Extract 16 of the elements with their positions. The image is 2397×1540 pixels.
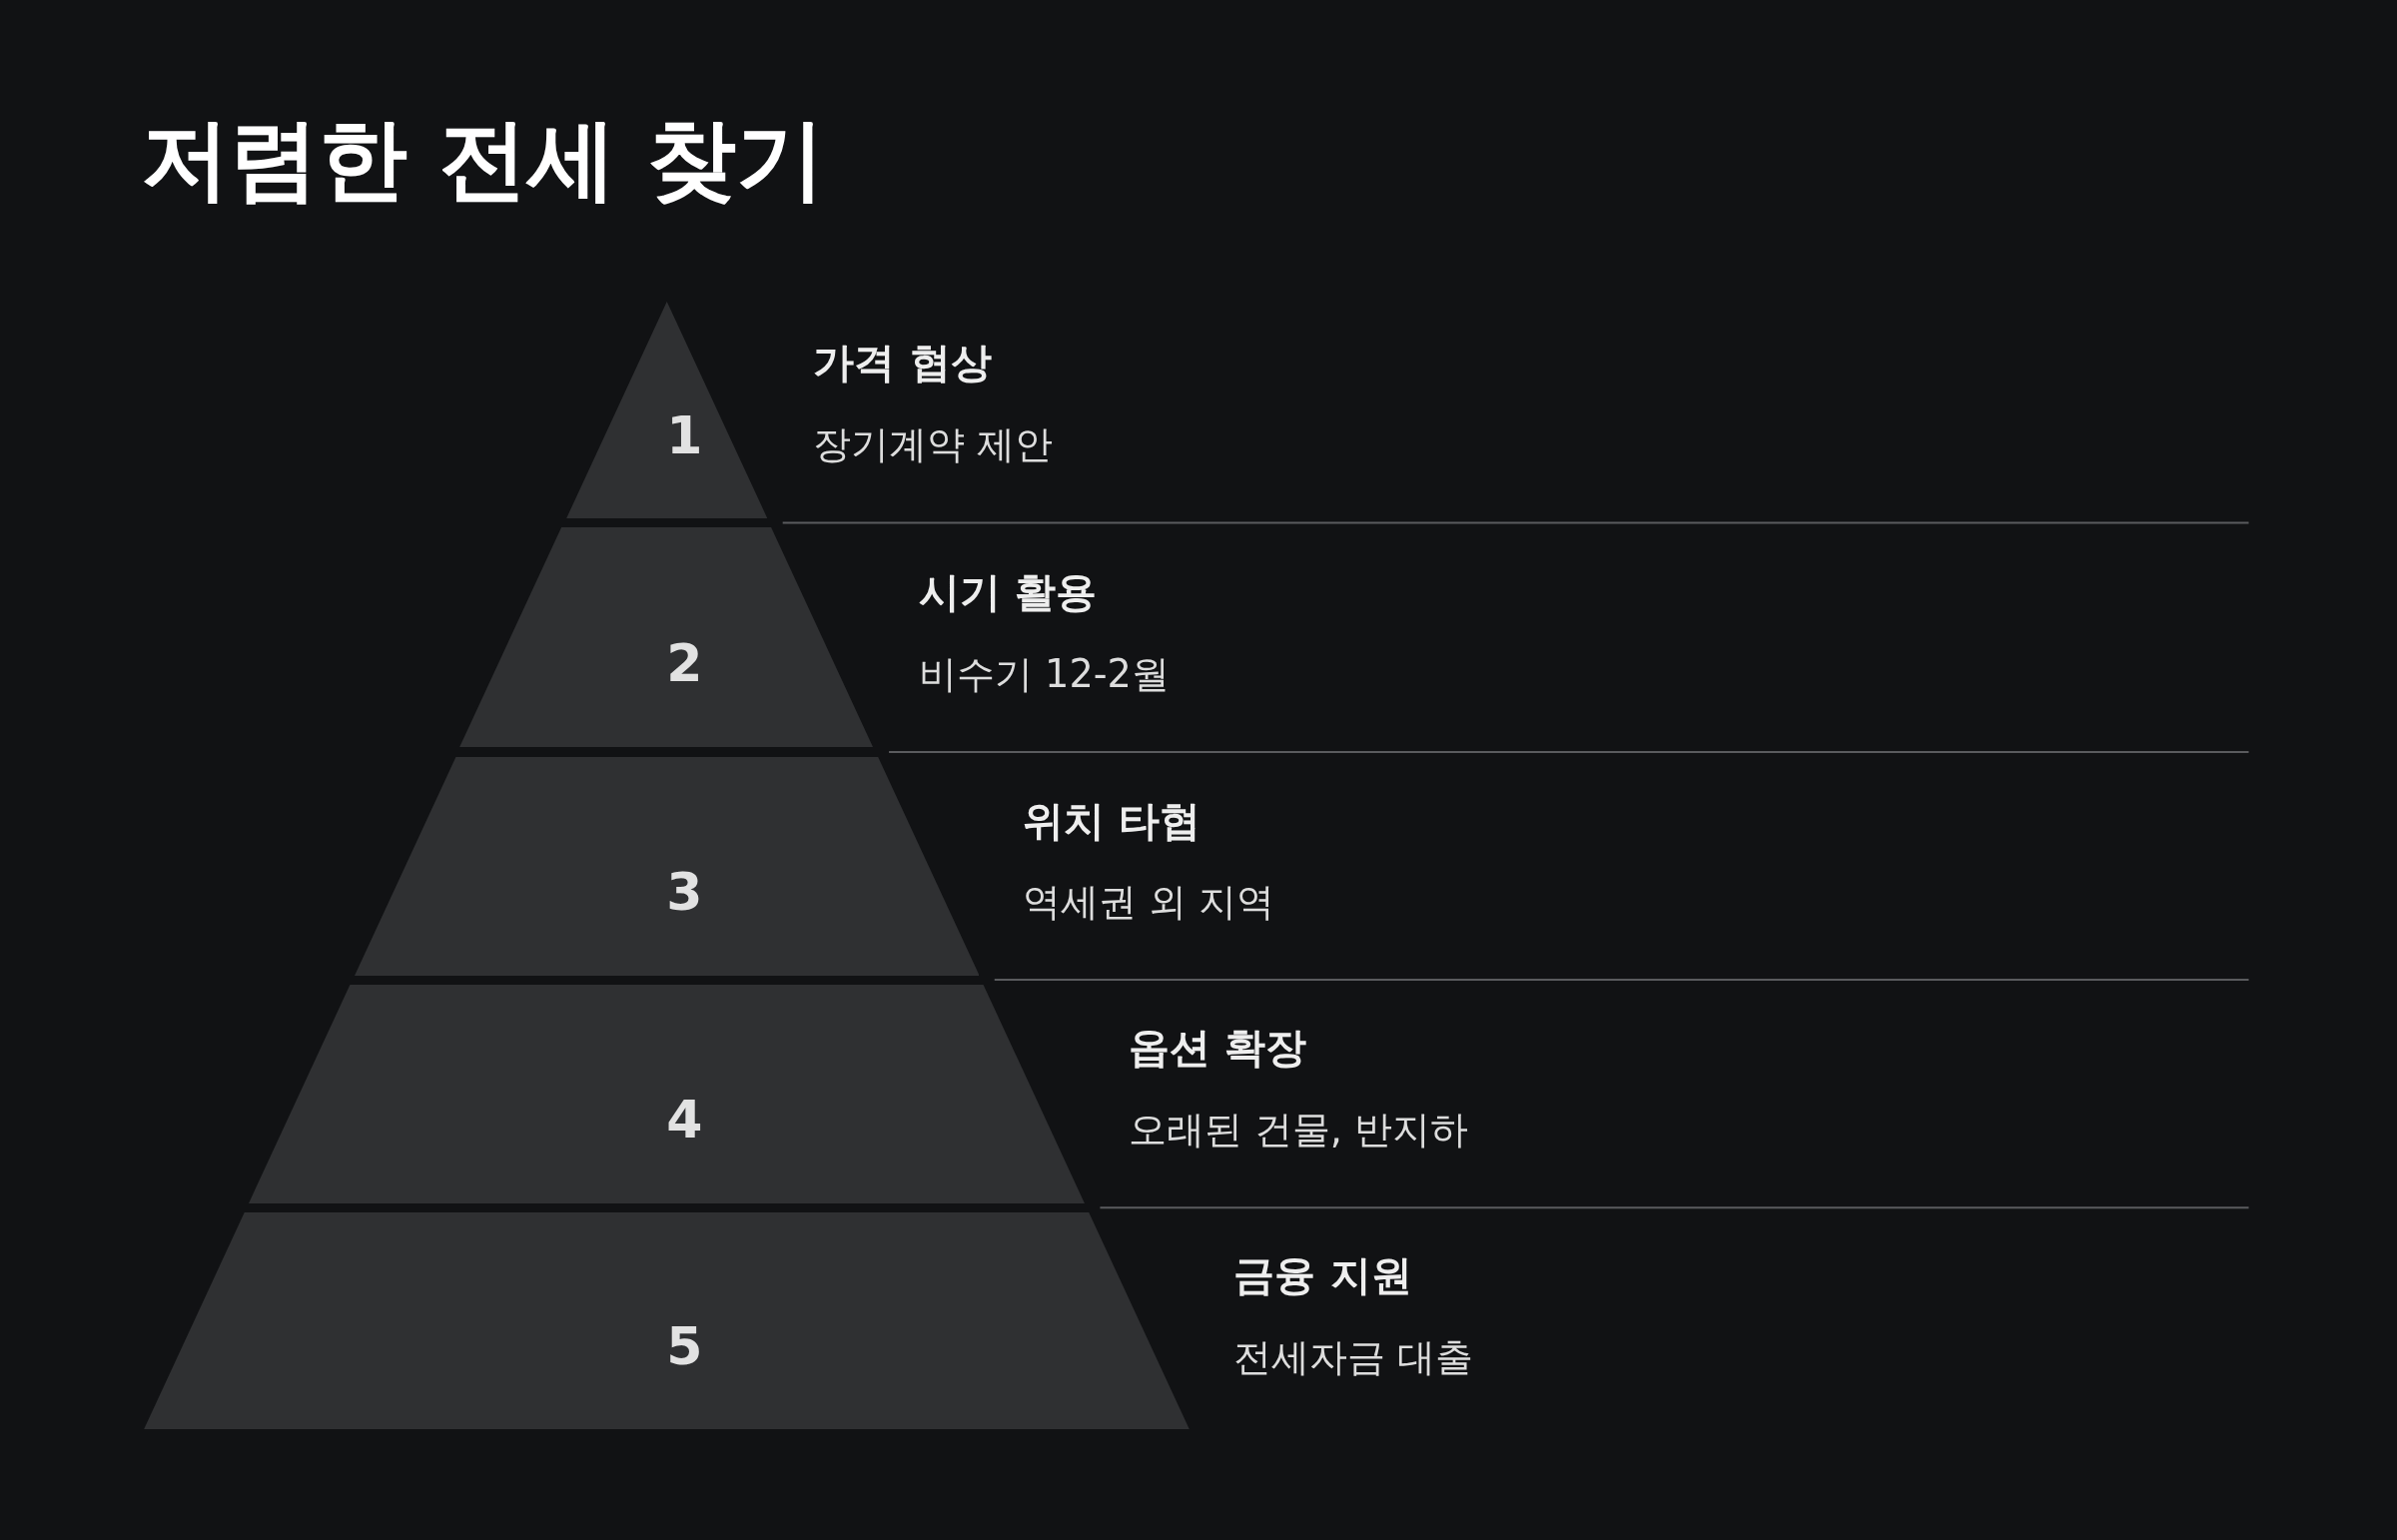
tier-heading: 금융 지원 bbox=[1233, 1251, 1412, 1301]
tier-description: 장기계약 제안 bbox=[813, 421, 1054, 468]
tier-description: 역세권 외 지역 bbox=[1022, 879, 1275, 925]
title: 저렴한 전세 찾기 bbox=[140, 107, 825, 214]
tier-description: 오래된 건물, 반지하 bbox=[1128, 1107, 1469, 1153]
tier-heading: 시기 활용 bbox=[918, 567, 1098, 618]
tier-heading: 위치 타협 bbox=[1022, 797, 1201, 848]
tier-number: 5 bbox=[666, 1320, 703, 1373]
tier-description: 전세자금 대출 bbox=[1233, 1334, 1474, 1381]
tier-number: 3 bbox=[666, 866, 703, 919]
tier-number: 2 bbox=[666, 637, 703, 690]
tier-heading: 옵션 확장 bbox=[1128, 1024, 1306, 1074]
tier-number: 1 bbox=[666, 409, 703, 462]
tier-description: 비수기 12-2월 bbox=[918, 651, 1170, 697]
tier-number: 4 bbox=[666, 1094, 703, 1147]
tier-heading: 가격 협상 bbox=[813, 339, 992, 388]
